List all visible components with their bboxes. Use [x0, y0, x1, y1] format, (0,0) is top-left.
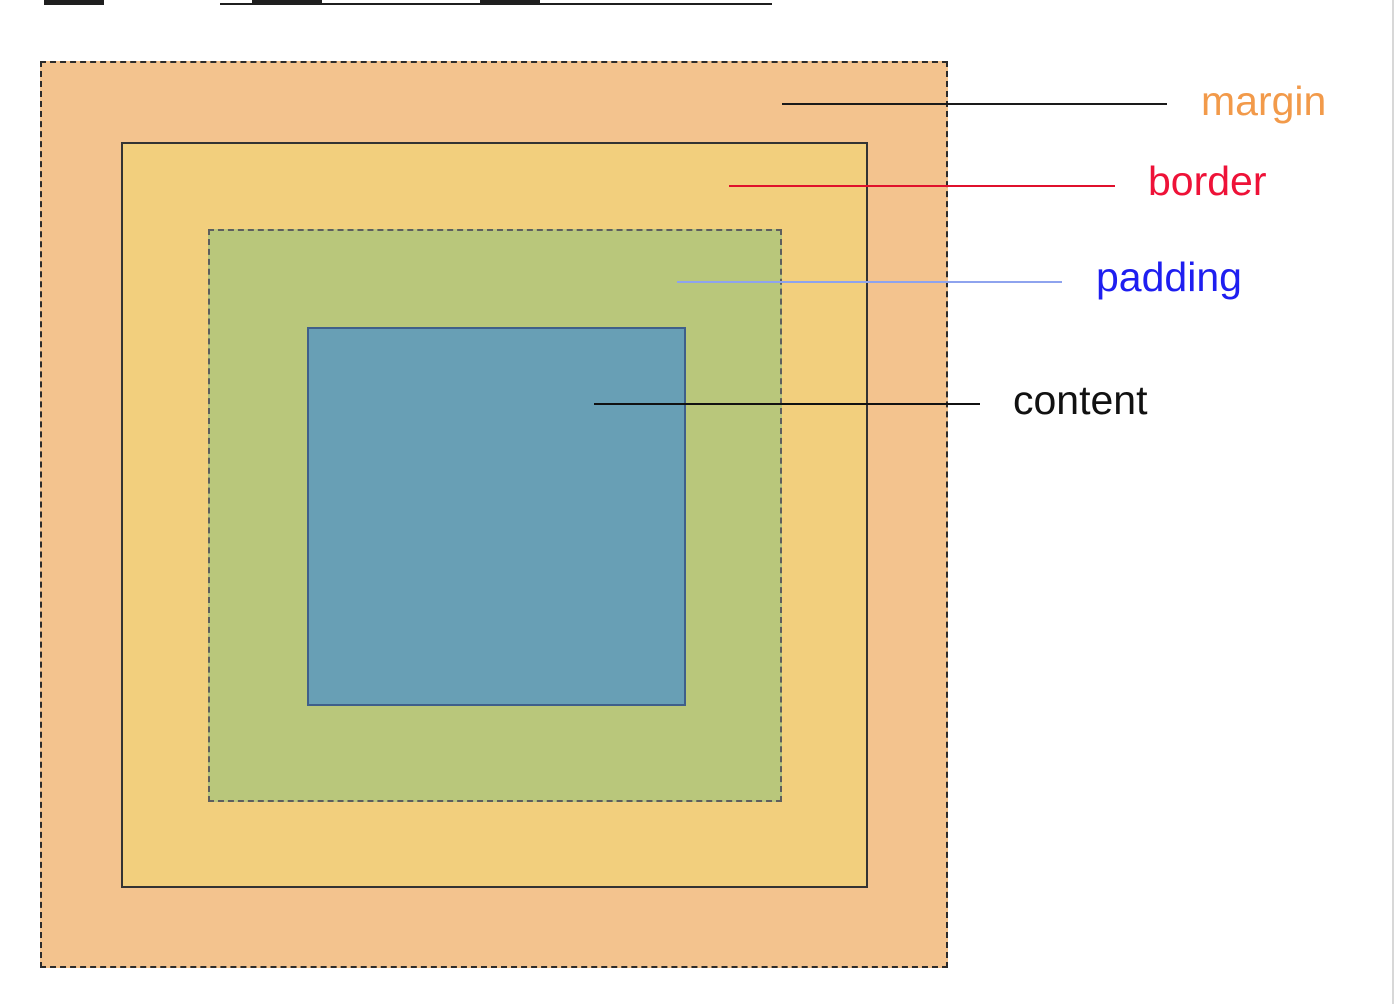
- cropped-header-strip: [0, 0, 1394, 8]
- content-leader-line: [594, 403, 980, 405]
- padding-label: padding: [1096, 254, 1242, 300]
- content-label: content: [1013, 377, 1148, 423]
- border-leader-line: [729, 185, 1115, 187]
- cropped-text-fragment: [252, 0, 322, 5]
- margin-leader-line: [782, 103, 1167, 105]
- content-area: [307, 327, 686, 706]
- padding-leader-line: [677, 281, 1062, 283]
- border-label: border: [1148, 158, 1267, 204]
- window-edge: [1392, 0, 1394, 1004]
- margin-label: margin: [1201, 78, 1327, 124]
- cropped-text-fragment: [44, 0, 104, 5]
- cropped-text-fragment: [480, 0, 540, 5]
